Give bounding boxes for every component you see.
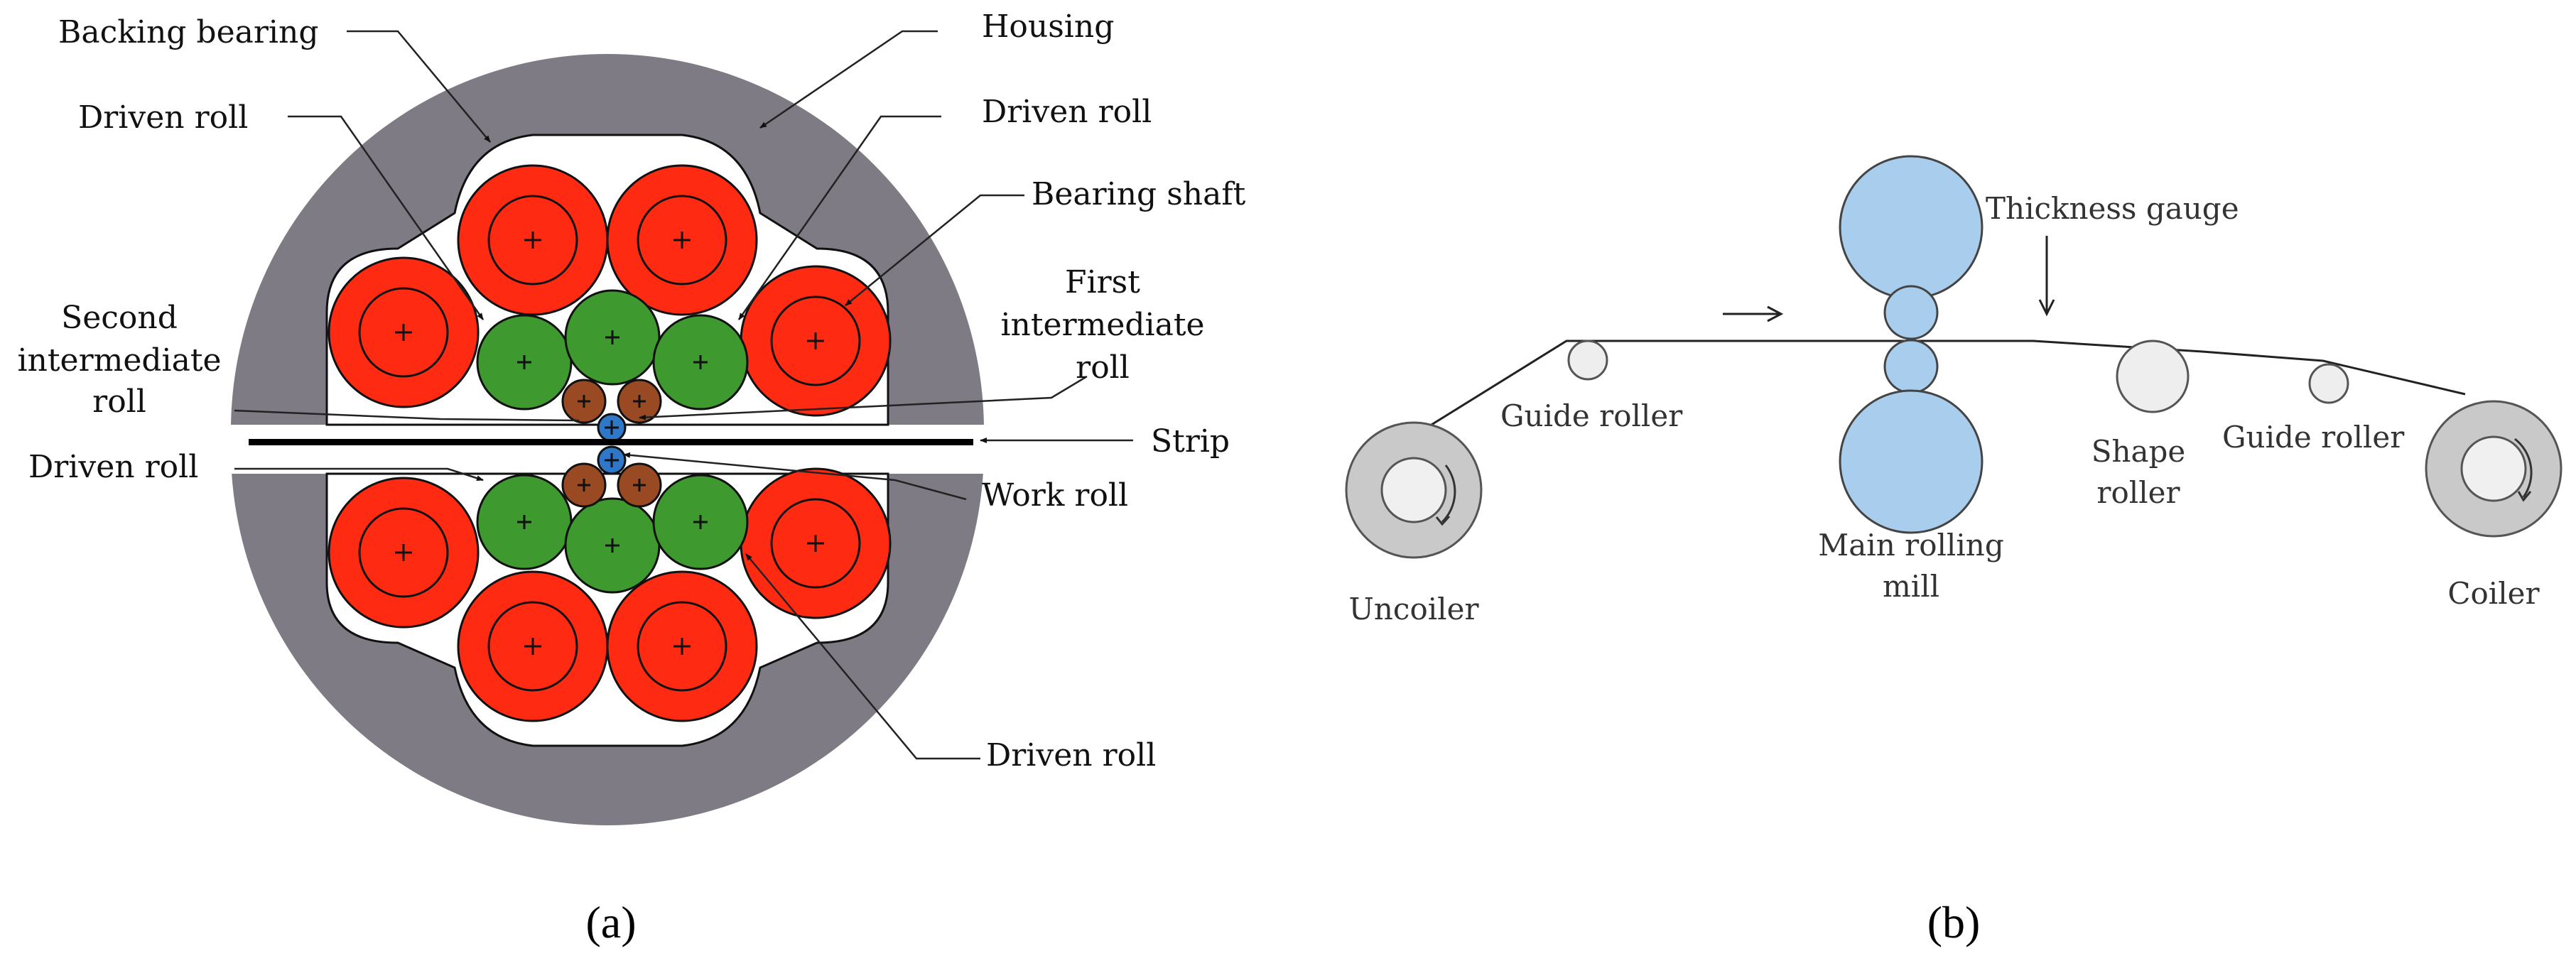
label-shape-roller-1: Shape — [2091, 434, 2186, 469]
leader-lines-a — [234, 30, 1133, 760]
label-second-intermediate-2: intermediate — [17, 342, 221, 379]
label-second-intermediate-1: Second — [61, 300, 178, 336]
caption-a: (a) — [585, 897, 636, 947]
label-coiler: Coiler — [2447, 576, 2540, 611]
strip-path — [1360, 340, 2466, 470]
thickness-gauge-arrow — [2038, 236, 2055, 317]
label-driven-roll-top-left: Driven roll — [78, 99, 248, 136]
label-strip: Strip — [1151, 423, 1230, 460]
label-guide-roller-right: Guide roller — [2222, 420, 2405, 455]
label-shape-roller-2: roller — [2096, 475, 2180, 510]
label-main-mill-1: Main rolling — [1818, 528, 2003, 563]
shape-roller — [2116, 340, 2190, 413]
caption-b: (b) — [1927, 897, 1981, 947]
label-bearing-shaft: Bearing shaft — [1032, 176, 1246, 212]
label-backing-bearing: Backing bearing — [58, 14, 318, 50]
label-driven-roll-top-right: Driven roll — [982, 94, 1152, 130]
label-first-intermediate-1: First — [1065, 264, 1140, 300]
label-guide-roller-left: Guide roller — [1500, 398, 1683, 433]
label-thickness-gauge: Thickness gauge — [1986, 191, 2239, 226]
main-rolling-mill — [1839, 155, 1984, 534]
uncoiler — [1345, 421, 1483, 559]
label-driven-roll-mid-left: Driven roll — [28, 449, 198, 485]
coiler — [2425, 400, 2563, 538]
label-main-mill-2: mill — [1883, 569, 1939, 604]
guide-roller-left — [1567, 340, 1608, 381]
panel-b-rolling-line: Thickness gauge Guide roller Guide rolle… — [1345, 155, 2563, 947]
label-second-intermediate-3: roll — [92, 384, 146, 420]
label-driven-roll-bottom: Driven roll — [986, 737, 1156, 773]
second-intermediate-rolls — [561, 379, 662, 508]
guide-roller-right — [2308, 363, 2349, 404]
strip-line — [249, 439, 973, 445]
direction-arrow — [1723, 305, 1784, 322]
label-work-roll: Work roll — [982, 477, 1128, 514]
label-first-intermediate-3: roll — [1076, 349, 1130, 386]
panel-a-cluster-mill: Backing bearing Housing Driven roll Driv… — [17, 9, 1245, 947]
label-uncoiler: Uncoiler — [1348, 592, 1479, 626]
roll-center-marks — [395, 232, 824, 655]
label-first-intermediate-2: intermediate — [1000, 307, 1204, 343]
label-housing: Housing — [982, 9, 1114, 45]
